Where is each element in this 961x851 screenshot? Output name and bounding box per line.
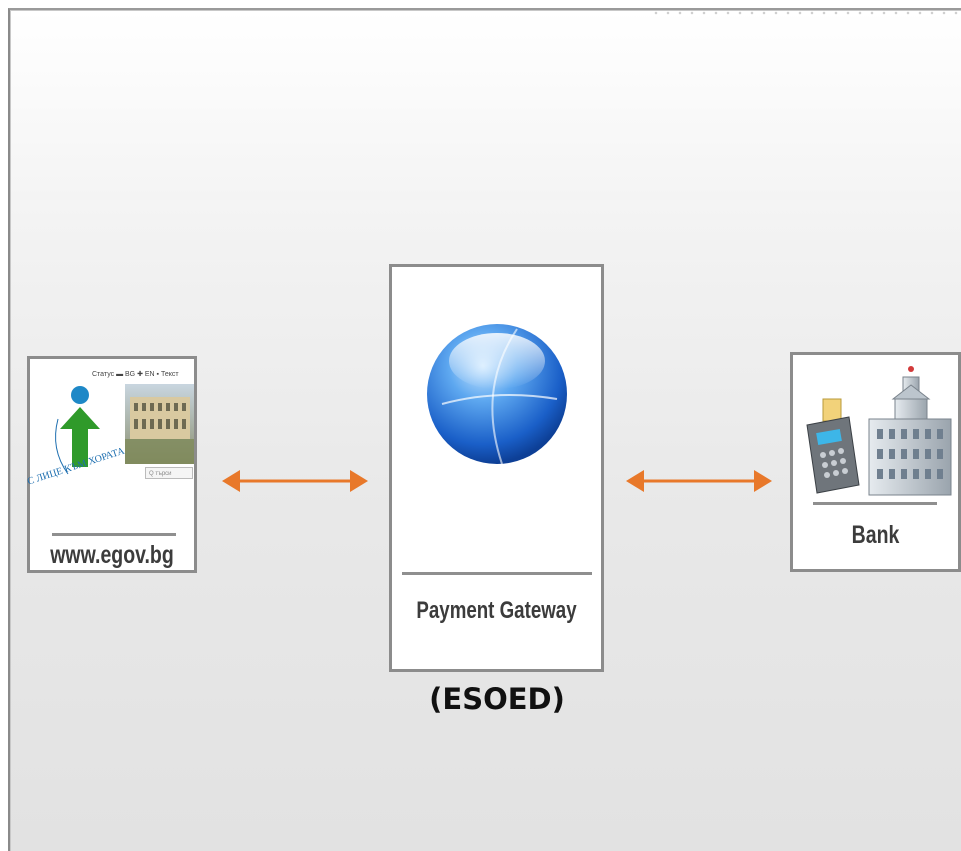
- bank-label: Bank: [851, 521, 900, 549]
- top-dotted-border: [650, 10, 961, 16]
- gateway-divider: [402, 572, 592, 575]
- egov-gateway-arrow: [222, 470, 368, 492]
- gateway-bank-arrow: [626, 470, 772, 492]
- gateway-node: Payment Gateway: [389, 264, 604, 672]
- bank-node: Bank: [790, 352, 961, 572]
- gateway-label: Payment Gateway: [416, 597, 577, 624]
- egov-divider: [52, 533, 176, 536]
- bank-building-icon: [868, 366, 952, 496]
- egov-search-box: Q търси: [145, 467, 193, 479]
- globe-icon: [427, 324, 567, 465]
- egov-label: www.egov.bg: [50, 541, 174, 569]
- egov-header-text: Статус ▬ BG ✚ EN ▪ Текст: [92, 371, 179, 378]
- payment-terminal-icon: [806, 398, 860, 494]
- egov-portal-logo-icon: [55, 384, 194, 475]
- gateway-caption: (ESOED): [429, 682, 565, 716]
- bank-divider: [813, 502, 937, 505]
- egov-node: Статус ▬ BG ✚ EN ▪ Текст Q търси С ЛИЦЕ …: [26, 356, 197, 573]
